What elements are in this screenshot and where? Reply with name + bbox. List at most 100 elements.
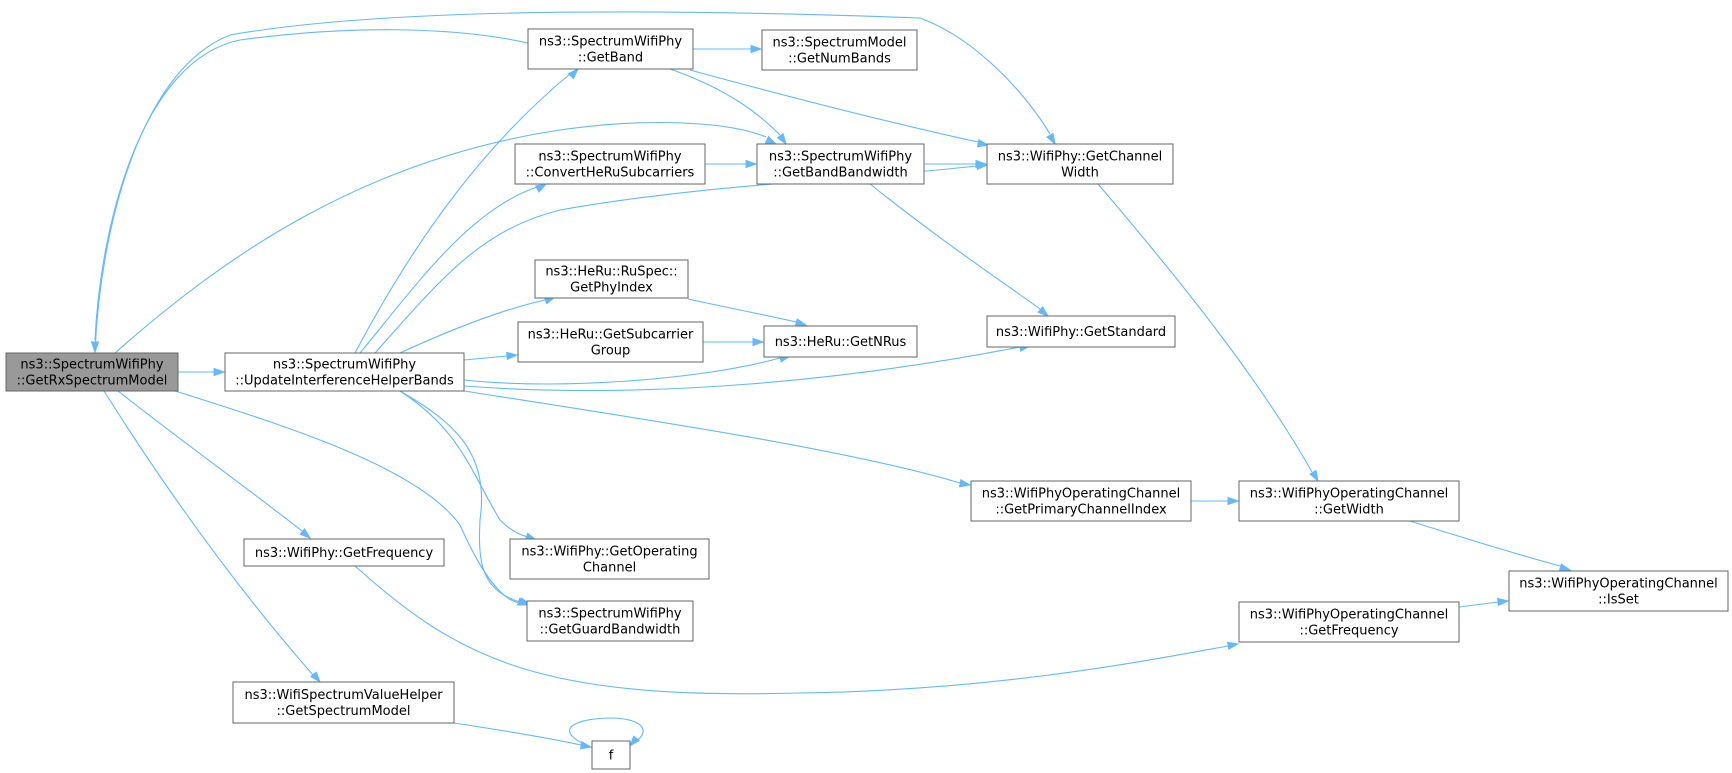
node-update-interference-helper-bands[interactable]: ns3::SpectrumWifiPhy::UpdateInterference… — [224, 352, 465, 392]
arrowhead-icon — [629, 735, 640, 748]
node-get-band-bandwidth[interactable]: ns3::SpectrumWifiPhy::GetBandBandwidth — [756, 143, 925, 185]
edge-line — [354, 565, 1229, 695]
node-label: ::GetPrimaryChannelIndex — [995, 503, 1167, 518]
node-box — [534, 259, 689, 299]
arrowhead-icon — [534, 183, 548, 193]
node-swp-get-band[interactable]: ns3::SpectrumWifiPhy::GetBand — [527, 28, 694, 70]
node-label: ns3::WifiPhy::GetStandard — [996, 325, 1166, 340]
call-edge — [703, 337, 765, 347]
node-label: ns3::HeRu::GetNRus — [775, 335, 907, 350]
edge-line — [689, 69, 979, 143]
edge-line — [1458, 601, 1499, 608]
node-box — [986, 143, 1174, 185]
node-get-nrus[interactable]: ns3::HeRu::GetNRus — [763, 325, 918, 358]
edge-line — [1097, 183, 1313, 473]
node-label: Width — [1061, 166, 1099, 181]
node-box — [509, 538, 710, 580]
node-label: GetPhyIndex — [570, 281, 653, 296]
node-box — [986, 315, 1176, 348]
node-f[interactable]: f — [591, 740, 631, 770]
node-get-primary-channel-index[interactable]: ns3::WifiPhyOperatingChannel::GetPrimary… — [970, 480, 1192, 522]
arrowhead-icon — [213, 367, 226, 377]
arrowhead-icon — [745, 159, 758, 169]
node-label: ::GetNumBands — [788, 52, 891, 67]
call-edge — [399, 390, 538, 541]
call-edge — [1458, 597, 1510, 608]
edge-line — [1409, 520, 1561, 567]
node-box — [1238, 480, 1460, 522]
arrowhead-icon — [1037, 306, 1050, 317]
node-get-phy-index[interactable]: ns3::HeRu::RuSpec::GetPhyIndex — [534, 259, 689, 299]
node-label: ns3::SpectrumModel — [772, 36, 906, 51]
node-box — [1508, 570, 1729, 612]
node-label: f — [609, 749, 614, 764]
node-box — [5, 352, 179, 392]
arrowhead-icon — [752, 337, 765, 347]
arrowhead-icon — [506, 351, 519, 361]
call-edge — [705, 159, 758, 169]
arrowhead-icon — [567, 67, 580, 80]
node-sm-get-num-bands[interactable]: ns3::SpectrumModel::GetNumBands — [761, 29, 918, 71]
arrowhead-icon — [1227, 496, 1240, 506]
edge-line — [399, 390, 521, 603]
node-oc-get-frequency[interactable]: ns3::WifiPhyOperatingChannel::GetFrequen… — [1238, 601, 1460, 643]
node-get-guard-bandwidth[interactable]: ns3::SpectrumWifiPhy::GetGuardBandwidth — [526, 600, 694, 642]
node-get-spectrum-model[interactable]: ns3::WifiSpectrumValueHelper::GetSpectru… — [232, 681, 455, 724]
node-label: ::GetRxSpectrumModel — [17, 374, 168, 389]
node-box — [526, 600, 694, 642]
call-edge — [453, 722, 593, 750]
call-edge — [1191, 496, 1240, 506]
node-box — [970, 480, 1192, 522]
arrowhead-icon — [794, 318, 808, 327]
call-edge — [354, 565, 1240, 695]
call-edge — [174, 390, 530, 606]
node-box — [763, 325, 918, 358]
edge-line — [399, 299, 546, 354]
node-oc-is-set[interactable]: ns3::WifiPhyOperatingChannel::IsSet — [1508, 570, 1729, 612]
node-get-rx-spectrum-model[interactable]: ns3::SpectrumWifiPhy::GetRxSpectrumModel — [5, 352, 179, 392]
call-edge — [869, 183, 1050, 317]
node-label: ns3::WifiPhyOperatingChannel — [1519, 577, 1718, 592]
node-label: ::GetGuardBandwidth — [540, 623, 681, 638]
edge-line — [103, 390, 314, 676]
edge-line — [569, 717, 644, 746]
edge-line — [174, 390, 521, 604]
call-edge — [359, 183, 548, 354]
edge-line — [687, 298, 797, 323]
node-label: ns3::SpectrumWifiPhy — [769, 150, 912, 165]
node-label: ns3::SpectrumWifiPhy — [20, 358, 163, 373]
node-get-standard[interactable]: ns3::WifiPhy::GetStandard — [986, 315, 1176, 348]
edge-line — [463, 390, 961, 484]
call-edge — [669, 68, 787, 146]
arrowhead-icon — [776, 132, 787, 146]
arrowhead-icon — [958, 479, 972, 488]
node-label: Channel — [583, 561, 636, 576]
node-label: ns3::SpectrumWifiPhy — [539, 35, 682, 50]
arrowhead-icon — [976, 139, 990, 148]
node-box — [514, 143, 706, 185]
edge-line — [117, 390, 303, 532]
edge-line — [359, 186, 538, 354]
edge-line — [869, 183, 1041, 310]
node-label: ns3::HeRu::RuSpec:: — [545, 265, 677, 280]
call-edge — [463, 351, 519, 361]
arrowhead-icon — [1497, 597, 1510, 607]
node-label: ns3::WifiPhyOperatingChannel — [1250, 487, 1449, 502]
edge-line — [114, 121, 767, 354]
node-oc-get-width[interactable]: ns3::WifiPhyOperatingChannel::GetWidth — [1238, 480, 1460, 522]
node-label: ns3::WifiPhy::GetOperating — [521, 545, 697, 560]
arrowhead-icon — [1309, 469, 1319, 483]
edge-line — [354, 73, 571, 354]
node-label: ::GetFrequency — [1299, 624, 1398, 639]
node-convert-he-ru-subcarriers[interactable]: ns3::SpectrumWifiPhy::ConvertHeRuSubcarr… — [514, 143, 706, 185]
node-label: ns3::WifiSpectrumValueHelper — [244, 688, 443, 703]
call-edge — [90, 29, 529, 354]
call-edge — [693, 44, 763, 54]
node-wifi-phy-get-frequency[interactable]: ns3::WifiPhy::GetFrequency — [243, 538, 445, 567]
arrowhead-icon — [1226, 641, 1240, 650]
arrowhead-icon — [764, 135, 778, 145]
edge-line — [463, 357, 781, 385]
